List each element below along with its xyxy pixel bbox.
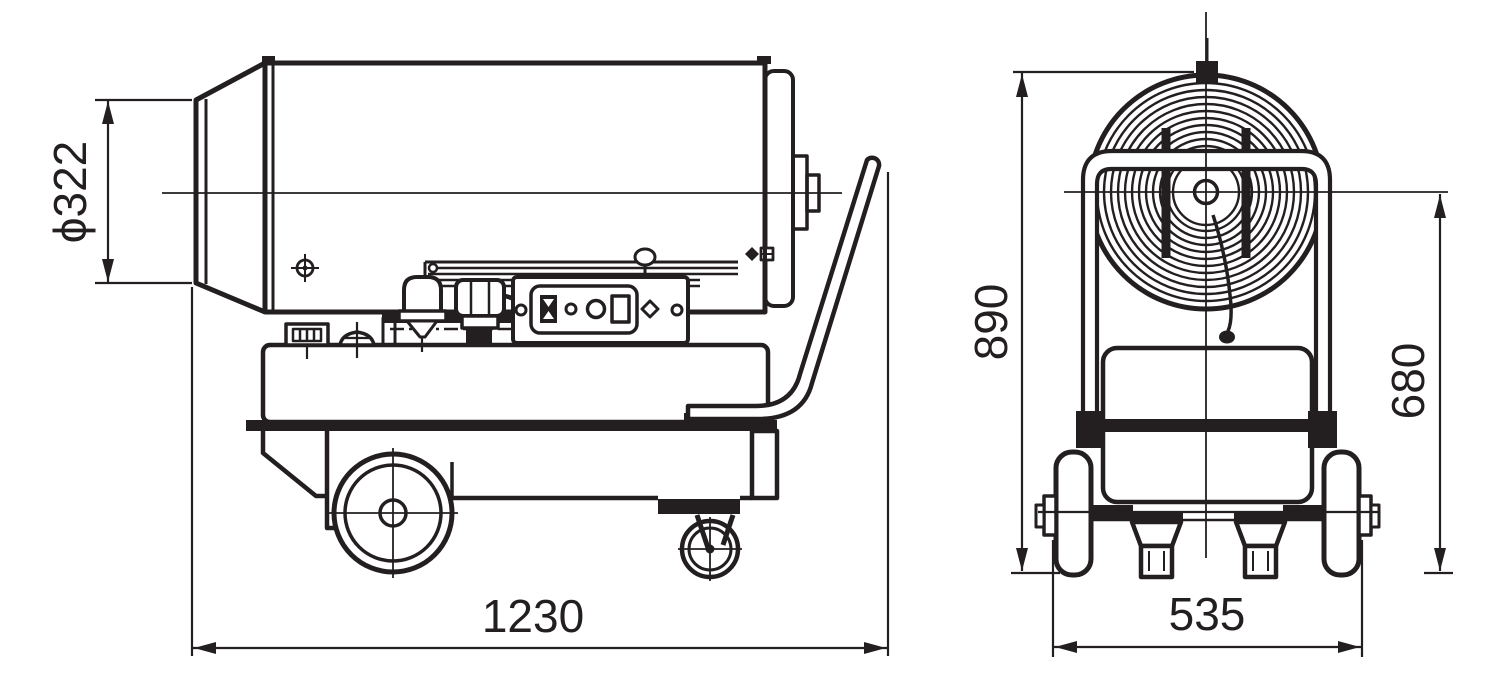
left-axle-end <box>1034 503 1046 529</box>
arrowhead <box>1016 74 1028 97</box>
power-switch <box>540 295 557 323</box>
caster-wheel <box>678 514 742 581</box>
frame-clamp <box>1308 411 1337 448</box>
fuel-cap <box>284 322 330 347</box>
arrowhead <box>1055 641 1077 653</box>
panel-bolt <box>514 303 528 317</box>
dim-label-overall-height: 890 <box>965 284 1017 361</box>
panel-bolt <box>670 303 684 317</box>
dimension-wheel-track-width: 535 <box>1051 540 1364 657</box>
caster-fork <box>720 514 736 546</box>
arrowhead <box>1338 641 1360 653</box>
caster-fork <box>694 514 712 552</box>
side-view: ϕ322 1230 <box>44 56 890 656</box>
fuel-filter <box>397 275 448 339</box>
right-axle-end <box>1369 503 1381 529</box>
dimension-overall-length: 1230 <box>190 172 890 656</box>
dimension-overall-height: 890 <box>965 70 1194 571</box>
handle <box>685 155 882 422</box>
wheels-front <box>1034 449 1381 578</box>
component-shelf <box>382 313 522 323</box>
arrowhead <box>1016 548 1028 571</box>
right-hub <box>1357 494 1373 537</box>
fuel-tank <box>260 322 771 425</box>
caster-mount <box>658 499 740 514</box>
dim-label-wheel-track-width: 535 <box>1169 588 1246 640</box>
panel-screw-icon <box>640 299 660 319</box>
arrowhead <box>102 259 114 282</box>
top-eye-bolt <box>1196 38 1218 83</box>
casters-front <box>1129 513 1288 580</box>
indicator-lamp <box>585 298 607 320</box>
fan-housing-cap <box>763 69 821 308</box>
chassis <box>246 413 780 531</box>
rear-fitting <box>745 246 775 262</box>
outlet-cone <box>193 60 267 315</box>
lifting-eye <box>633 247 657 273</box>
left-wheel <box>1053 449 1094 578</box>
seam-clip <box>262 56 275 64</box>
bolt-hole <box>427 262 439 274</box>
right-wheel <box>1321 449 1362 578</box>
dimension-outlet-center-height: 680 <box>1382 194 1446 571</box>
rear-panel <box>749 428 780 501</box>
control-panel <box>511 275 690 345</box>
dimension-outlet-diameter: ϕ322 <box>44 98 192 285</box>
arrowhead <box>864 642 886 654</box>
left-hub <box>1042 494 1058 537</box>
frame-clamp <box>1076 411 1105 448</box>
indicator-lamp <box>564 302 578 316</box>
dim-label-outlet-diameter: ϕ322 <box>44 141 96 244</box>
arrowhead <box>194 642 216 654</box>
arrowhead <box>1434 195 1446 218</box>
seam-clip <box>757 56 771 64</box>
pull-cord <box>1211 214 1233 332</box>
screw-mark-icon <box>291 254 319 282</box>
handle-bracket <box>684 413 693 431</box>
dim-label-outlet-center-height: 680 <box>1382 343 1434 420</box>
panel-switch <box>610 294 631 324</box>
dim-label-overall-length: 1230 <box>482 590 584 642</box>
front-view: 890 680 535 <box>965 12 1453 657</box>
arrowhead <box>102 101 114 124</box>
cord-knob <box>1219 330 1235 344</box>
main-wheel <box>328 448 458 578</box>
arrowhead <box>1434 548 1446 571</box>
